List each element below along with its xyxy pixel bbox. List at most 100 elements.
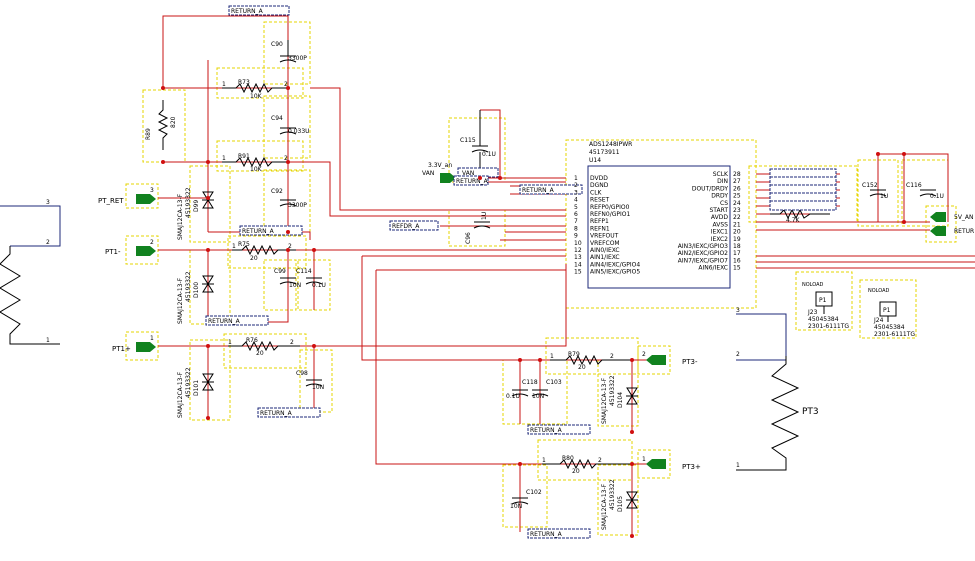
d101-part: SMAJ12CA-13-F bbox=[177, 371, 184, 418]
svg-text:P1: P1 bbox=[883, 307, 891, 314]
r76-value: 20 bbox=[256, 350, 264, 357]
c152-ref: C152 bbox=[862, 182, 878, 189]
connector-pt1-plus-pin: 1 bbox=[150, 335, 154, 342]
connector-pt3-minus: PT3- 2 bbox=[642, 351, 698, 366]
r89-ref: R89 bbox=[145, 128, 152, 140]
capacitor-c152: C152 1U bbox=[862, 182, 888, 200]
resistor-r89: R89 820 bbox=[145, 100, 177, 150]
svg-text:J24: J24 bbox=[873, 317, 884, 324]
u14-pin-name: SCLK bbox=[713, 171, 729, 178]
connector-pt3-plus: PT3+ 1 bbox=[642, 456, 701, 471]
d101-ref: D101 bbox=[193, 380, 200, 396]
capacitor-c114: C114 0.1U bbox=[296, 268, 326, 289]
u14-pin-num: 1 bbox=[574, 175, 578, 182]
d104-ref: D104 bbox=[617, 392, 624, 408]
u14-pin-name: REFP1 bbox=[590, 218, 609, 225]
net-label-return-a-6: RETURN_A bbox=[527, 424, 591, 435]
power-van-label: VAN bbox=[422, 170, 434, 177]
noload-j24: NOLOAD P1 J24 45045384 2301-6111TG bbox=[868, 288, 915, 338]
capacitor-c103: C103 10N bbox=[531, 379, 562, 400]
net-label-return-a-8: RETURN_A bbox=[453, 175, 489, 186]
u14-pin-num: 19 bbox=[733, 236, 741, 243]
u14-pin-name: IEXC1 bbox=[711, 229, 728, 236]
svg-text:1: 1 bbox=[550, 353, 554, 360]
u14-pin-num: 15 bbox=[733, 265, 741, 272]
c103-value: 10N bbox=[532, 393, 544, 400]
u14-pin-name: CS bbox=[720, 200, 728, 207]
svg-text:2: 2 bbox=[598, 457, 602, 464]
connector-pt3-minus-label: PT3- bbox=[682, 358, 698, 366]
r73-ref: R73 bbox=[238, 79, 250, 86]
d105-ref: D105 bbox=[617, 496, 624, 512]
c102-ref: C102 bbox=[526, 489, 542, 496]
r91-ref: R91 bbox=[238, 153, 250, 160]
r75-value: 20 bbox=[250, 255, 258, 262]
capacitor-c96: C96 1U bbox=[465, 212, 491, 244]
capacitor-c102: C102 10N bbox=[510, 489, 542, 510]
r73-value: 10K bbox=[250, 93, 263, 100]
u14-pin-name: DIN bbox=[717, 178, 728, 185]
d100-ref: D100 bbox=[193, 282, 200, 298]
u14-pin-num: 14 bbox=[574, 261, 582, 268]
c98-ref: C98 bbox=[296, 370, 308, 377]
u14-pin-num: 16 bbox=[733, 257, 741, 264]
u14-pin-name: AIN0/IEXC bbox=[590, 247, 620, 254]
u14-pin-num: 7 bbox=[574, 218, 578, 225]
u14-pin-num: 12 bbox=[574, 247, 582, 254]
u14-pin-name: IEXC2 bbox=[711, 236, 728, 243]
svg-text:45045384: 45045384 bbox=[874, 324, 905, 331]
r76-ref: R76 bbox=[246, 337, 258, 344]
connector-pt-ret-label: PT_RET bbox=[98, 197, 124, 205]
net-label-return-a-2: RETURN_A bbox=[239, 225, 303, 236]
c94-ref: C94 bbox=[271, 115, 283, 122]
rtd-left-pin1: 1 bbox=[46, 337, 50, 344]
c92-value: 3300P bbox=[288, 202, 307, 209]
u14-pin-num: 23 bbox=[733, 207, 741, 214]
u14-pin-name: AVSS bbox=[713, 221, 729, 228]
capacitor-c92: C92 3300P bbox=[271, 188, 307, 209]
u14-pin-num: 28 bbox=[733, 171, 741, 178]
rtd-left-pin2: 2 bbox=[46, 239, 50, 246]
u14-pin-num: 15 bbox=[574, 269, 582, 276]
svg-text:45045384: 45045384 bbox=[808, 316, 839, 323]
r79-ref: R79 bbox=[568, 351, 580, 358]
u14-pin-name: DVDD bbox=[590, 175, 608, 182]
capacitor-c99: C99 10N bbox=[274, 268, 301, 289]
r91-value: 10K bbox=[250, 166, 263, 173]
capacitor-c118: C118 0.1U bbox=[506, 379, 538, 400]
svg-text:2301-6111TG: 2301-6111TG bbox=[808, 323, 849, 330]
svg-text:NOLOAD: NOLOAD bbox=[802, 282, 824, 288]
u14-pin-num: 22 bbox=[733, 214, 741, 221]
c152-value: 1U bbox=[880, 193, 888, 200]
connector-pt1-minus-label: PT1- bbox=[105, 248, 121, 256]
r89-value: 820 bbox=[170, 116, 177, 128]
connector-pt1-minus-pin: 2 bbox=[150, 239, 154, 246]
c114-value: 0.1U bbox=[312, 282, 326, 289]
svg-text:2301-6111TG: 2301-6111TG bbox=[874, 331, 915, 338]
r75-ref: R75 bbox=[238, 241, 250, 248]
net-label-return-a-4: RETURN_A bbox=[257, 407, 321, 418]
svg-text:VAN: VAN bbox=[462, 170, 474, 177]
u14-ref: U14 bbox=[589, 157, 601, 164]
connector-pt3-minus-pin: 2 bbox=[642, 351, 646, 358]
svg-text:RETURN_A: RETURN_A bbox=[260, 410, 293, 417]
resistor-cs-pullup: 4.7K bbox=[770, 208, 830, 224]
